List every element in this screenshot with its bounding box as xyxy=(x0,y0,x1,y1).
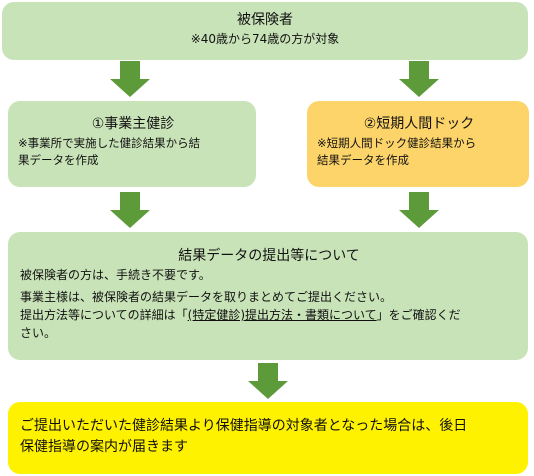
submission-method-prefix: 提出方法等についての詳細は「 xyxy=(20,308,188,322)
insured-person-title: 被保険者 xyxy=(237,12,293,28)
submission-method-text-end: さい。 xyxy=(20,326,57,340)
down-arrow-icon xyxy=(399,61,439,97)
short-dock-description-line: ※短期人間ドック健診結果から xyxy=(317,136,477,150)
submission-method-text: 提出方法等についての詳細は「(特定健診)提出方法・書類について」をご確認くだ xyxy=(20,306,518,324)
down-arrow-icon xyxy=(399,192,439,228)
employer-exam-description-line: ※事業所で実施した健診結果から結 xyxy=(18,136,201,150)
short-dock-title: ②短期人間ドック xyxy=(363,116,475,132)
health-guidance-notice-line: ご提出いただいた健診結果より保健指導の対象者となった場合は、後日 xyxy=(20,418,468,434)
down-arrow-icon xyxy=(248,363,288,399)
down-arrow-icon xyxy=(110,61,150,97)
employer-exam-box: ①事業主健診 ※事業所で実施した健診結果から結 果データを作成 xyxy=(8,101,256,187)
submission-method-link[interactable]: (特定健診)提出方法・書類について xyxy=(187,308,377,322)
insured-person-box: 被保険者 ※40歳から74歳の方が対象 xyxy=(2,2,528,60)
employer-submit-text: 事業主様は、被保険者の結果データを取りまとめてご提出ください。 xyxy=(20,290,393,304)
result-submission-box: 結果データの提出等について 被保険者の方は、手続き不要です。 事業主様は、被保険… xyxy=(8,232,528,360)
employer-exam-title: ①事業主健診 xyxy=(91,116,175,132)
insured-no-procedure-text: 被保険者の方は、手続き不要です。 xyxy=(20,268,211,282)
age-target-note: ※40歳から74歳の方が対象 xyxy=(190,32,340,46)
submission-method-suffix: 」をご確認くだ xyxy=(376,308,461,322)
short-dock-description-line: 結果データを作成 xyxy=(317,153,409,167)
health-guidance-notice-box: ご提出いただいた健診結果より保健指導の対象者となった場合は、後日 保健指導の案内… xyxy=(8,402,528,474)
result-submission-title: 結果データの提出等について xyxy=(178,248,360,264)
short-dock-description: ※短期人間ドック健診結果から 結果データを作成 xyxy=(317,135,521,169)
short-dock-box: ②短期人間ドック ※短期人間ドック健診結果から 結果データを作成 xyxy=(307,101,529,187)
employer-exam-description: ※事業所で実施した健診結果から結 果データを作成 xyxy=(18,135,248,169)
down-arrow-icon xyxy=(110,192,150,228)
employer-exam-description-line: 果データを作成 xyxy=(18,153,99,167)
health-guidance-notice-line: 保健指導の案内が届きます xyxy=(20,439,188,455)
